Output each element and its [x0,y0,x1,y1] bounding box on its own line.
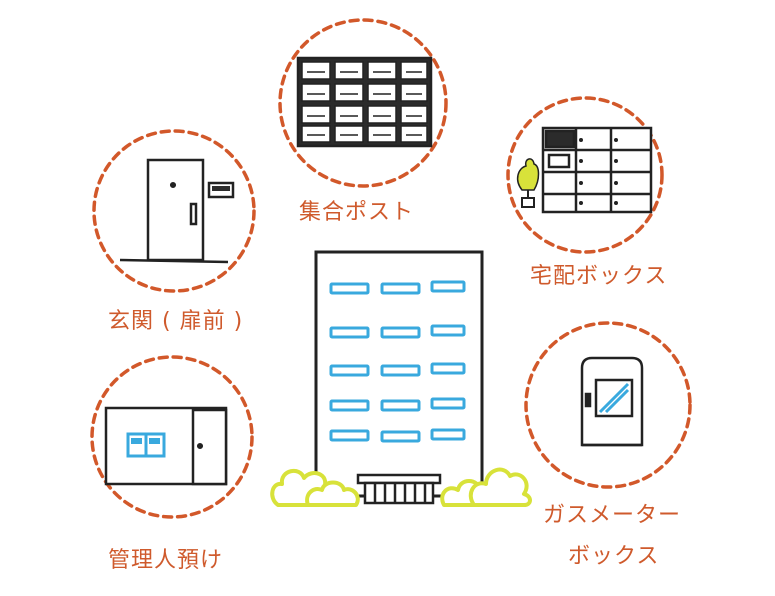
entrance-door-icon [119,158,235,264]
label-gas-meter-line1: ガスメーター [543,503,682,528]
building-windows [329,280,466,443]
label-manager: 管理人預け [108,548,224,573]
label-delivery-box: 宅配ボックス [530,264,668,289]
gas-meter-circle [524,321,692,489]
apartment-building [270,250,532,507]
building-entrance-gate [356,473,442,505]
mailbox-icon [296,56,433,148]
entrance-circle [92,129,256,293]
shrubs [270,467,532,507]
mailbox-circle [278,18,448,188]
delivery-box-icon [516,126,653,214]
manager-office-icon [104,406,228,486]
delivery-box-circle [506,96,664,254]
label-mailbox: 集合ポスト [299,200,415,225]
label-gas-meter-line2: ボックス [568,544,660,569]
gas-meter-box-icon [580,356,644,447]
label-entrance: 玄関 ( 扉前 ) [108,309,244,334]
manager-circle [90,355,254,519]
